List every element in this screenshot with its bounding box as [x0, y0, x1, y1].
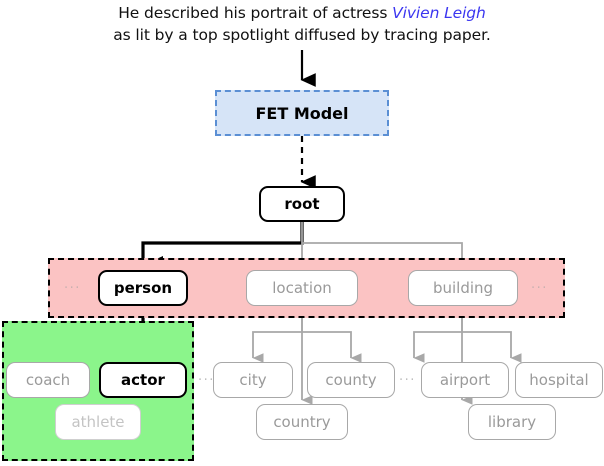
caption: He described his portrait of actress Viv… [0, 2, 604, 46]
ellipsis-level1-left: ··· [64, 281, 81, 296]
node-country[interactable]: country [256, 404, 348, 440]
node-building-label: building [432, 279, 494, 297]
node-location-label: location [272, 279, 332, 297]
node-library-label: library [487, 413, 537, 431]
edge-location-to-county [302, 331, 362, 363]
ellipsis-level1-right: ··· [531, 281, 548, 296]
node-building[interactable]: building [408, 270, 518, 306]
ellipsis-location-children-right: ··· [399, 373, 416, 388]
node-location[interactable]: location [246, 270, 358, 306]
node-root[interactable]: root [259, 186, 345, 222]
node-airport[interactable]: airport [421, 362, 509, 398]
node-hospital-label: hospital [529, 371, 589, 389]
node-coach-label: coach [25, 371, 71, 389]
node-athlete-label: athlete [71, 413, 125, 431]
node-coach[interactable]: coach [6, 362, 90, 398]
node-city-label: city [239, 371, 267, 389]
node-city[interactable]: city [213, 362, 293, 398]
node-county-label: county [325, 371, 377, 389]
node-athlete[interactable]: athlete [55, 404, 141, 440]
node-root-label: root [284, 195, 320, 213]
edge-building-to-hospital [462, 331, 522, 363]
node-actor-label: actor [121, 371, 165, 389]
caption-line-1-text: He described his portrait of actress [118, 4, 393, 22]
ellipsis-person-children-right: ··· [198, 373, 215, 388]
node-hospital[interactable]: hospital [515, 362, 603, 398]
node-person[interactable]: person [98, 270, 188, 306]
node-county[interactable]: county [307, 362, 395, 398]
fet-model-box[interactable]: FET Model [215, 90, 389, 136]
fet-model-label: FET Model [255, 103, 349, 123]
caption-line-2: as lit by a top spotlight diffused by tr… [113, 26, 491, 44]
entity-mention-vivien-leigh: Vivien Leigh [392, 4, 486, 22]
node-person-label: person [113, 279, 173, 297]
node-actor[interactable]: actor [99, 362, 187, 398]
node-country-label: country [273, 413, 331, 431]
caption-line-1: He described his portrait of actress Viv… [0, 2, 604, 24]
node-library[interactable]: library [468, 404, 556, 440]
node-airport-label: airport [439, 371, 491, 389]
